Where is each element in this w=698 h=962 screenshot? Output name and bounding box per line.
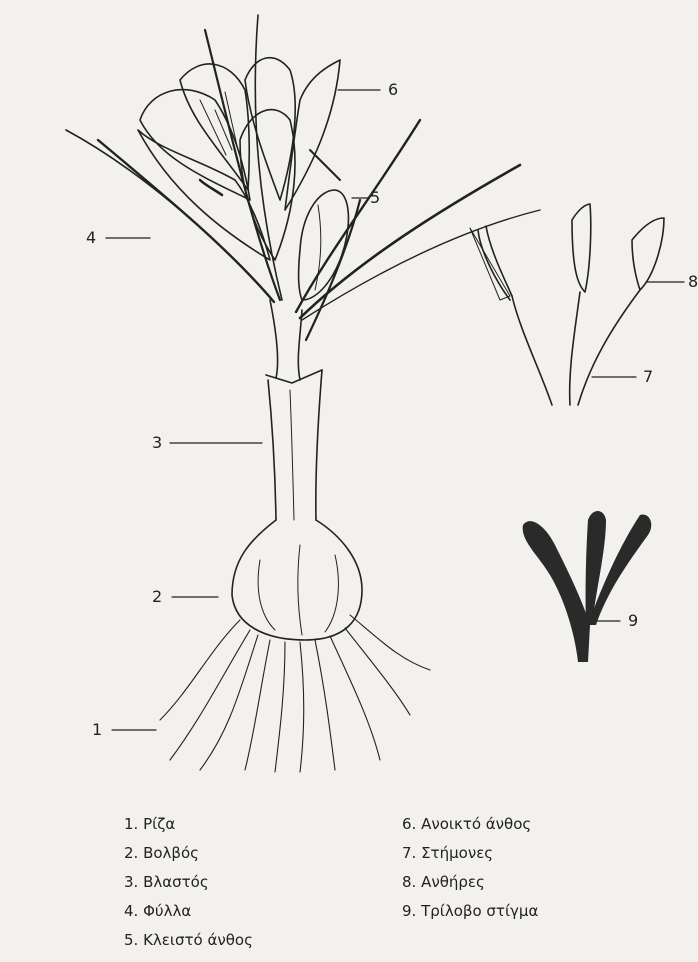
callout-4: 4 (86, 228, 96, 247)
stamens (470, 204, 664, 405)
legend-item: 6. Ανοικτό άνθος (402, 810, 538, 839)
callout-1: 1 (92, 720, 102, 739)
bulb (232, 520, 362, 640)
callout-3: 3 (152, 433, 162, 452)
callout-8: 8 (688, 272, 698, 291)
legend-item: 9. Τρίλοβο στίγμα (402, 897, 538, 926)
legend-right: 6. Ανοικτό άνθος 7. Στήμονες 8. Ανθήρες … (402, 810, 538, 926)
legend-item: 1. Ρίζα (124, 810, 253, 839)
callout-9: 9 (628, 611, 638, 630)
roots (160, 615, 430, 772)
callout-7: 7 (643, 367, 653, 386)
legend-item: 2. Βολβός (124, 839, 253, 868)
legend-item: 3. Βλαστός (124, 868, 253, 897)
legend-item: 8. Ανθήρες (402, 868, 538, 897)
stem (266, 300, 322, 520)
callout-6: 6 (388, 80, 398, 99)
legend-item: 5. Κλειστό άνθος (124, 926, 253, 955)
legend-item: 4. Φύλλα (124, 897, 253, 926)
legend-item: 7. Στήμονες (402, 839, 538, 868)
callout-2: 2 (152, 587, 162, 606)
callout-5: 5 (370, 188, 380, 207)
open-flower (138, 58, 340, 260)
trilobe-stigma (523, 511, 652, 662)
legend-left: 1. Ρίζα 2. Βολβός 3. Βλαστός 4. Φύλλα 5.… (124, 810, 253, 955)
callout-lines (106, 90, 684, 730)
